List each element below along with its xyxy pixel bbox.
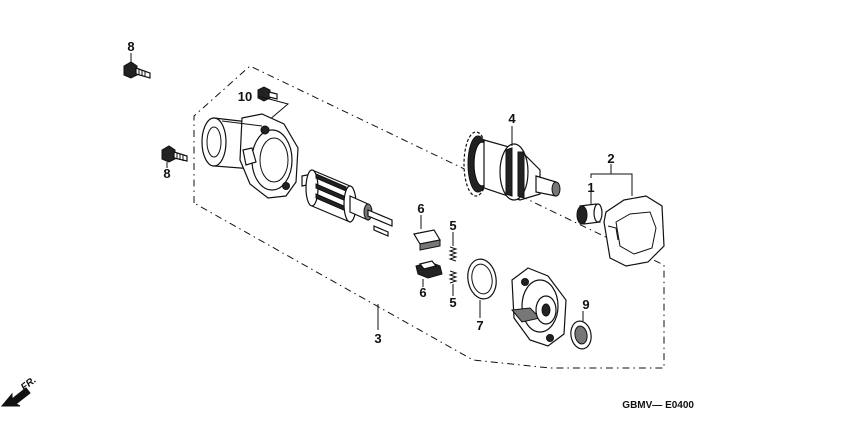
bolt-upper (123, 61, 151, 79)
diagram-code: GBMV— E0400 (622, 400, 694, 411)
callout-6-lower: 6 (419, 285, 426, 300)
armature (301, 169, 393, 237)
leader-2 (590, 173, 633, 196)
callout-5-lower: 5 (449, 295, 456, 310)
bushing (576, 203, 603, 225)
front-direction-indicator: FR. (0, 375, 39, 407)
callout-6-upper: 6 (417, 201, 424, 216)
spring-lower (448, 270, 458, 284)
callout-4: 4 (508, 111, 516, 126)
callout-10: 10 (238, 89, 252, 104)
end-cover (511, 267, 567, 347)
motor-housing (201, 113, 299, 199)
brush-lower (415, 260, 443, 279)
callout-3: 3 (374, 331, 381, 346)
brush-upper (413, 229, 441, 251)
callout-2: 2 (607, 151, 614, 166)
gasket-ring (467, 258, 497, 300)
bolt-lower (161, 145, 188, 163)
callout-5-upper: 5 (449, 218, 456, 233)
screw-10 (257, 86, 278, 102)
callout-9: 9 (582, 297, 589, 312)
callout-8-upper: 8 (127, 39, 134, 54)
cover-cap (603, 195, 665, 267)
oil-seal (570, 320, 592, 350)
spring-upper (448, 246, 458, 262)
starter-clutch-gear (463, 131, 561, 201)
boundary-dashed-outline (193, 65, 665, 369)
assembly-boundary (193, 65, 665, 369)
front-arrow-icon (0, 387, 31, 407)
callout-1: 1 (587, 180, 594, 195)
callout-7: 7 (476, 318, 483, 333)
callout-8-lower: 8 (163, 166, 170, 181)
